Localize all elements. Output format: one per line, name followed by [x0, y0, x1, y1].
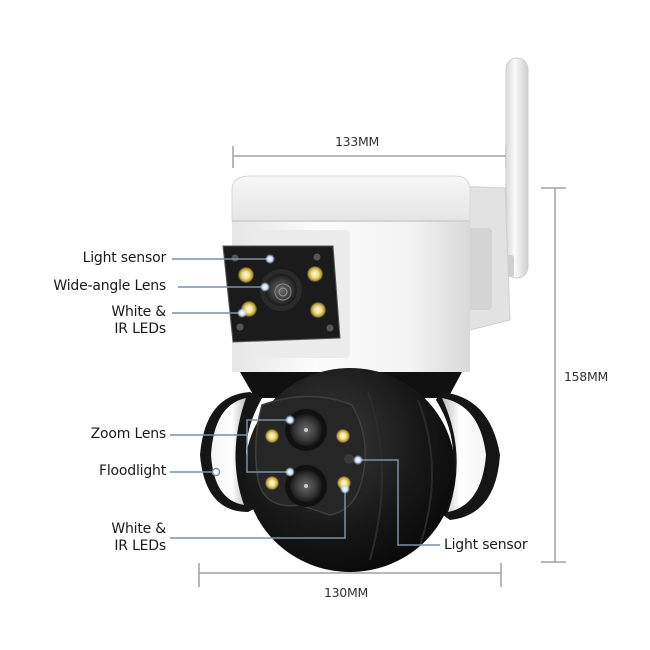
callout-line1: White & — [111, 304, 166, 320]
dimension-bottom — [198, 563, 502, 587]
dimension-right — [541, 187, 566, 563]
callout-line2: IR LEDs — [114, 321, 166, 337]
callout-line2: IR LEDs — [114, 538, 166, 554]
upper-sensor-panel — [222, 245, 341, 343]
callout-white-ir-leds-upper: White & IR LEDs — [111, 304, 166, 338]
lower-ball — [245, 368, 455, 572]
dimension-bottom-label: 130MM — [324, 585, 368, 600]
callout-floodlight: Floodlight — [99, 463, 166, 479]
callout-dots — [211, 254, 363, 494]
callout-light-sensor-upper: Light sensor — [82, 250, 167, 266]
dimension-height-label: 158MM — [564, 369, 608, 384]
callout-light-sensor-lower: Light sensor — [444, 537, 528, 553]
callout-line1: White & — [111, 521, 166, 537]
callout-zoom-lens: Zoom Lens — [90, 426, 167, 442]
callout-wide-angle-lens: Wide-angle Lens — [53, 278, 166, 294]
dimension-top — [232, 146, 507, 168]
dimension-top-label: 133MM — [335, 134, 379, 149]
callout-lines — [170, 258, 440, 546]
callout-white-ir-leds-lower: White & IR LEDs — [111, 521, 166, 555]
